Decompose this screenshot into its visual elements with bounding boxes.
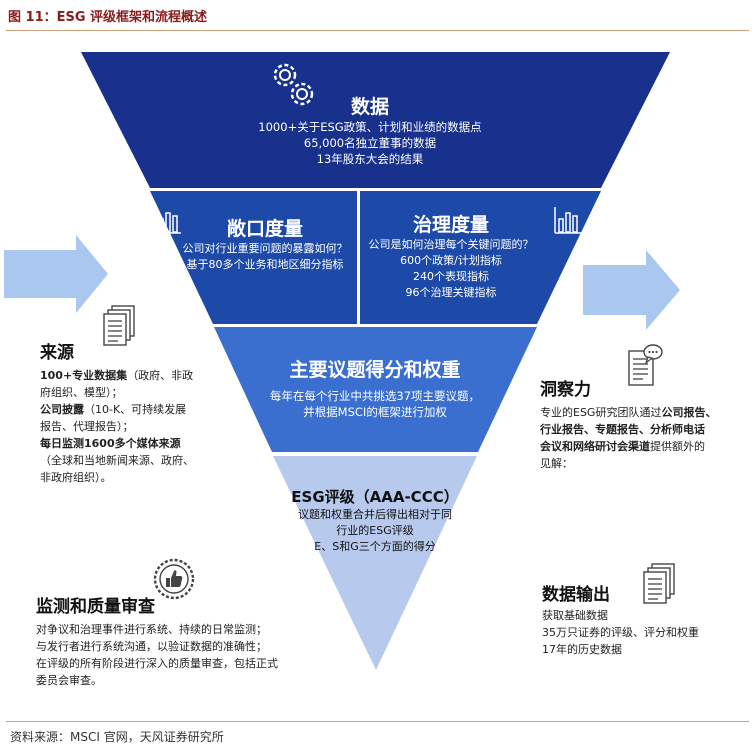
issues-line-2: 并根据MSCI的框架进行加权: [303, 405, 447, 419]
bar-chart-icon: [553, 205, 583, 239]
governance-block: 治理度量 公司是如何治理每个关键问题的？ 600个政策/计划指标 240个表现指…: [362, 210, 540, 301]
output-line-2: 35万只证券的评级、评分和权重: [542, 626, 699, 639]
insight-line-4: 见解：: [540, 457, 573, 470]
data-line-3: 13年股东大会的结果: [316, 152, 424, 166]
source-note: 资料来源：MSCI 官网，天风证券研究所: [10, 730, 224, 744]
data-block: 数据 1000+关于ESG政策、计划和业绩的数据点 65,000名独立董事的数据…: [200, 92, 540, 167]
output-line-1: 获取基础数据: [542, 609, 608, 622]
insight-title: 洞察力: [540, 380, 591, 400]
bar-chart-icon: [153, 205, 183, 239]
data-tier: [81, 52, 670, 188]
monitor-block: 监测和质量审查 对争议和治理事件进行系统、持续的日常监测； 与发行者进行系统沟通…: [36, 592, 278, 689]
governance-line-1: 公司是如何治理每个关键问题的？: [368, 238, 534, 251]
document-icon: [103, 305, 137, 351]
rating-line-3: E、S和G三个方面的得分: [314, 540, 436, 553]
exposure-line-1: 公司对行业重要问题的暴露如何？: [182, 242, 348, 255]
figure-title: 图 11：ESG 评级框架和流程概述: [8, 10, 208, 25]
governance-title: 治理度量: [412, 214, 489, 236]
governance-line-2: 600个政策/计划指标: [400, 254, 502, 267]
exposure-title: 敞口度量: [226, 218, 303, 240]
sources-line-2: 府组织、模型）；: [40, 386, 123, 399]
sources-line-3-bold: 公司披露: [40, 403, 84, 416]
insight-block: 洞察力 专业的ESG研究团队通过公司报告、 行业报告、专题报告、分析师电话 会议…: [540, 375, 716, 472]
issues-title: 主要议题得分和权重: [289, 359, 461, 381]
governance-line-3: 240个表现指标: [413, 270, 489, 283]
data-title: 数据: [350, 96, 389, 118]
governance-tier: [360, 191, 601, 324]
sources-line-6: （全球和当地新闻来源、政府、: [40, 454, 194, 467]
sources-line-4: 报告、代理报告）；: [40, 420, 134, 433]
issues-line-1: 每年在每个行业中共挑选37项主要议题，: [269, 389, 481, 403]
rating-block: ESG评级（AAA-CCC） 议题和权重合并后得出相对于同 行业的ESG评级 E…: [276, 486, 474, 555]
bottom-divider: [6, 721, 749, 722]
insight-line-1-a: 专业的ESG研究团队通过: [540, 406, 662, 419]
monitor-line-3: 在评级的所有阶段进行深入的质量审查，包括正式: [36, 657, 278, 670]
data-line-2: 65,000名独立董事的数据: [303, 136, 437, 150]
monitor-line-1: 对争议和治理事件进行系统、持续的日常监测；: [36, 623, 267, 636]
exposure-block: 敞口度量 公司对行业重要问题的暴露如何？ 基于80多个业务和地区细分指标: [175, 214, 355, 273]
monitor-line-2: 与发行者进行系统沟通，以验证数据的准确性；: [36, 640, 267, 653]
data-line-1: 1000+关于ESG政策、计划和业绩的数据点: [258, 120, 482, 134]
monitor-line-4: 委员会审查。: [36, 674, 102, 687]
sources-line-1-rest: （政府、非政: [127, 369, 194, 382]
sources-line-3-rest: （10-K、可持续发展: [84, 403, 187, 416]
rating-title: ESG评级（AAA-CCC）: [291, 488, 459, 506]
gears-icon: [268, 58, 318, 114]
output-line-3: 17年的历史数据: [542, 643, 622, 656]
output-title: 数据输出: [542, 585, 610, 605]
document-icon: [643, 563, 677, 609]
output-block: 数据输出 获取基础数据 35万只证券的评级、评分和权重 17年的历史数据: [542, 580, 699, 658]
left-arrow: [4, 235, 108, 313]
insight-line-3-a: 会议和网络研讨会渠道: [540, 440, 650, 453]
sources-line-7: 非政府组织）。: [40, 471, 112, 484]
sources-title: 来源: [40, 343, 74, 363]
insight-line-1-b: 公司报告、: [661, 406, 717, 419]
sources-line-5: 每日监测1600多个媒体来源: [40, 437, 181, 450]
rating-tier: [273, 456, 477, 670]
exposure-tier: [150, 191, 357, 324]
monitor-title: 监测和质量审查: [36, 597, 155, 617]
issues-tier: [214, 327, 537, 452]
governance-line-4: 96个治理关键指标: [405, 286, 497, 299]
sources-line-1-bold: 100+专业数据集: [40, 369, 128, 382]
top-divider: [6, 30, 749, 31]
rating-line-1: 议题和权重合并后得出相对于同: [298, 508, 452, 521]
issues-block: 主要议题得分和权重 每年在每个行业中共挑选37项主要议题， 并根据MSCI的框架…: [225, 355, 525, 420]
insight-line-2: 行业报告、专题报告、分析师电话: [540, 423, 705, 436]
sources-block: 来源 100+专业数据集（政府、非政 府组织、模型）； 公司披露（10-K、可持…: [40, 338, 194, 486]
speech-document-icon: [626, 343, 664, 391]
right-arrow: [583, 250, 680, 330]
seal-thumbs-up-icon: [152, 557, 196, 605]
exposure-line-2: 基于80多个业务和地区细分指标: [186, 258, 344, 271]
rating-line-2: 行业的ESG评级: [336, 524, 414, 537]
insight-line-3-b: 提供额外的: [650, 440, 705, 453]
